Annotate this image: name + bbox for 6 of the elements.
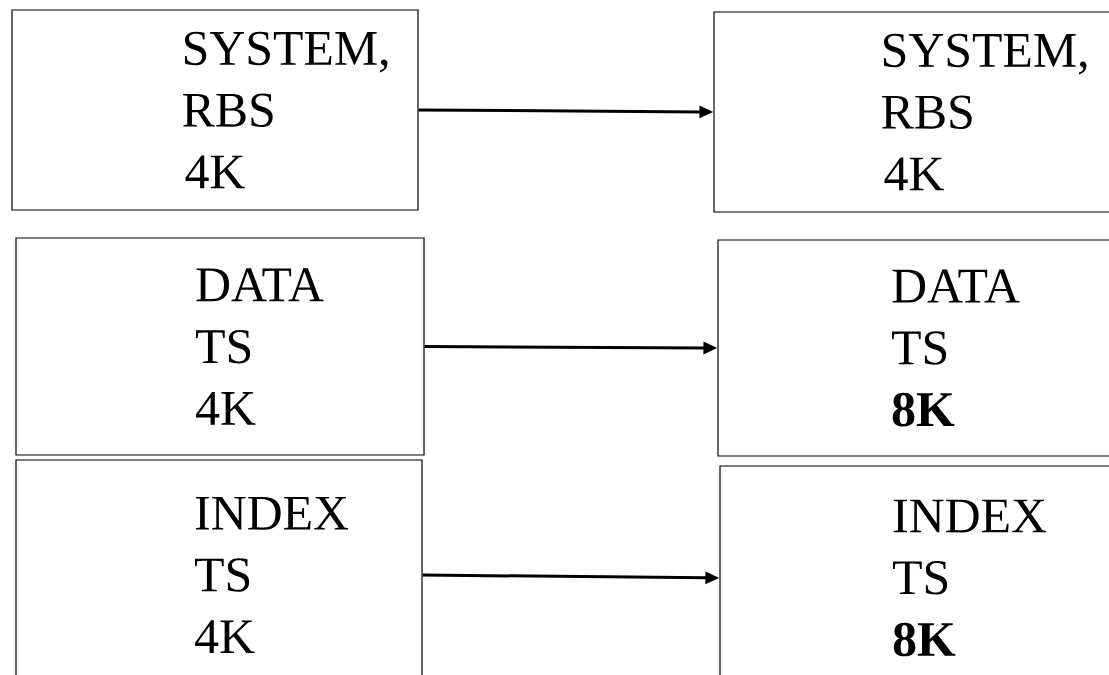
text-box: DATA TS 8K — [717, 239, 1109, 457]
text-box: INDEX TS 8K — [719, 465, 1109, 675]
text-box: SYSTEM, RBS 4K — [713, 11, 1109, 213]
text-box: DATA TS 4K — [15, 237, 425, 456]
text-box: SYSTEM, RBS 4K — [11, 9, 419, 211]
text-box: INDEX TS 4K — [15, 459, 423, 675]
